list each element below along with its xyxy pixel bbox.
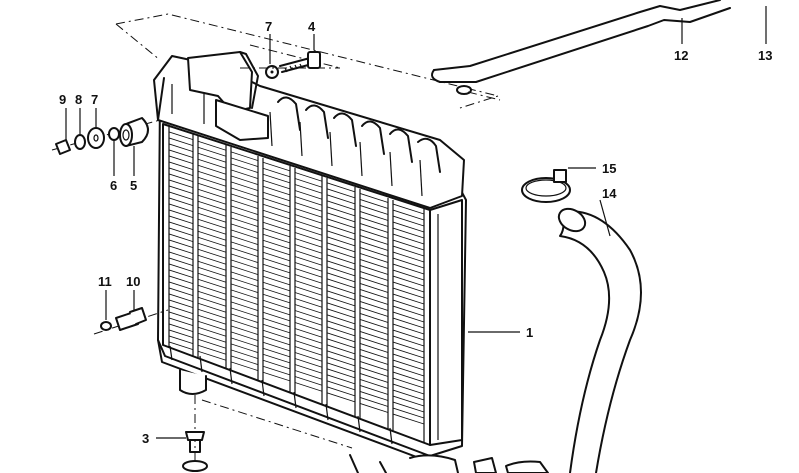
overflow-hose bbox=[431, 0, 731, 101]
callout-15: 15 bbox=[602, 161, 616, 176]
callout-6: 6 bbox=[110, 178, 117, 193]
callout-8: 8 bbox=[75, 92, 82, 107]
drain-plug bbox=[182, 395, 208, 472]
callout-9: 9 bbox=[59, 92, 66, 107]
leader-lines bbox=[65, 6, 767, 439]
radiator-hose bbox=[473, 207, 642, 473]
callout-10: 10 bbox=[126, 274, 140, 289]
callout-7-left: 7 bbox=[91, 92, 98, 107]
callout-11: 11 bbox=[98, 274, 112, 289]
fin-hatching bbox=[168, 131, 425, 425]
hose-clamp bbox=[521, 169, 571, 203]
bolt-and-washer-top bbox=[240, 51, 340, 79]
reference-plane-top bbox=[115, 13, 500, 109]
callout-13: 13 bbox=[758, 48, 772, 63]
bolt-and-washer-side bbox=[93, 307, 169, 335]
callout-3: 3 bbox=[142, 431, 149, 446]
radiator-fins bbox=[168, 126, 425, 443]
mounting-hardware-left bbox=[51, 117, 161, 155]
callout-14: 14 bbox=[602, 186, 617, 201]
lower-tank bbox=[157, 339, 459, 473]
callout-4: 4 bbox=[308, 19, 316, 34]
reference-plane-bottom bbox=[201, 399, 353, 449]
callout-5: 5 bbox=[130, 178, 137, 193]
upper-tank bbox=[153, 51, 465, 209]
callout-labels: 1 3 4 5 6 7 7 8 9 10 11 12 13 14 15 bbox=[59, 19, 772, 446]
callout-7-top: 7 bbox=[265, 19, 272, 34]
radiator bbox=[153, 51, 467, 473]
callout-12: 12 bbox=[674, 48, 688, 63]
callout-1: 1 bbox=[526, 325, 533, 340]
